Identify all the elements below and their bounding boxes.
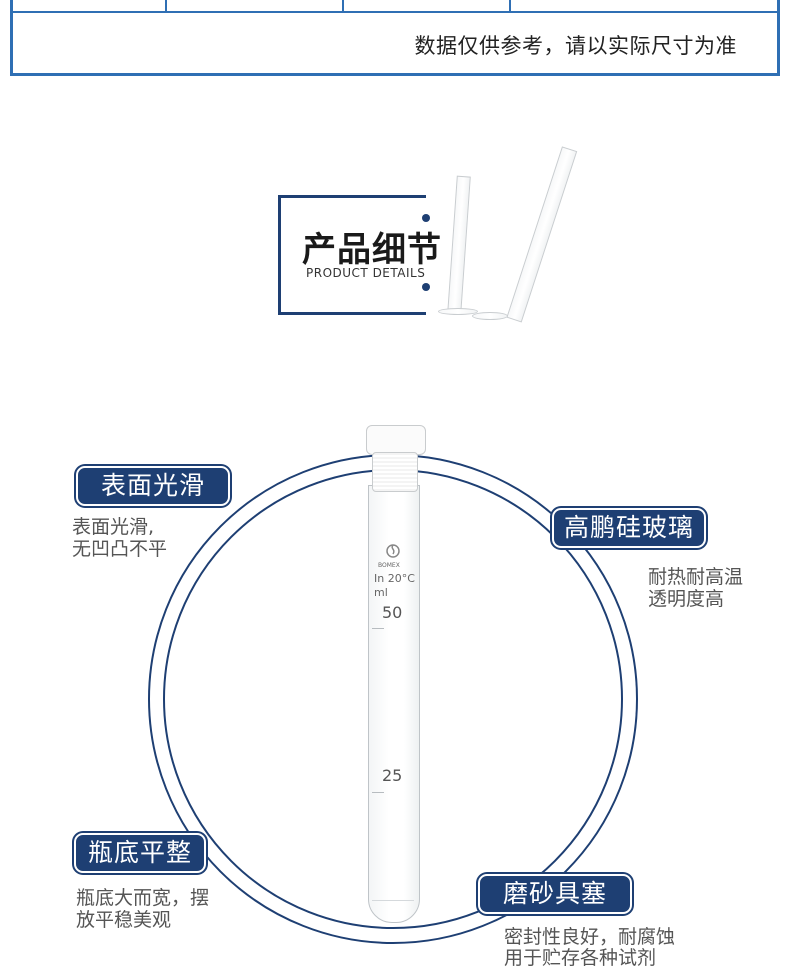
- reference-note: 数据仅供参考，请以实际尺寸为准: [414, 34, 737, 58]
- feature-desc-line: 耐热耐高温: [648, 566, 744, 588]
- feature-label-glass: 高鹏硅玻璃: [552, 508, 706, 548]
- table-row: [13, 0, 777, 13]
- graduation-line: [372, 628, 384, 629]
- section-title-frame: [278, 195, 426, 315]
- feature-desc-line: 放平稳美观: [76, 909, 172, 931]
- tube-brand: BOMEX: [378, 562, 400, 569]
- tube-spec-temp: In 20°C: [374, 572, 415, 585]
- table-divider: [342, 0, 344, 11]
- feature-desc-line: 无凹凸不平: [72, 538, 168, 560]
- section-subtitle: PRODUCT DETAILS: [306, 266, 426, 280]
- tube-spec-unit: ml: [374, 586, 388, 599]
- test-tube: [368, 485, 420, 923]
- cylinder-base: [438, 308, 478, 315]
- feature-desc-line: 瓶底大而宽，摆: [76, 887, 210, 909]
- feature-desc-line: 透明度高: [648, 588, 725, 610]
- feature-desc-line: 表面光滑,: [72, 516, 155, 538]
- feature-label-flat-base: 瓶底平整: [74, 833, 206, 873]
- ground-glass-stopper: [372, 452, 418, 492]
- graduation-line: [372, 792, 384, 793]
- feature-desc-line: 密封性良好，耐腐蚀: [504, 926, 676, 948]
- feature-label-stopper: 磨砂具塞: [478, 874, 632, 914]
- reference-table: 数据仅供参考，请以实际尺寸为准: [10, 0, 780, 76]
- feature-label-smooth: 表面光滑: [76, 466, 230, 506]
- stopper-cap: [366, 425, 426, 455]
- table-divider: [509, 0, 511, 11]
- section-title: 产品细节: [302, 230, 442, 270]
- cylinder-illustration: [506, 146, 578, 323]
- frame-dot: [422, 214, 430, 222]
- frame-dot: [422, 283, 430, 291]
- feature-desc-line: 用于贮存各种试剂: [504, 947, 657, 969]
- graduation-line: [372, 900, 414, 901]
- cylinder-illustration: [447, 175, 471, 315]
- graduation-label: 50: [382, 603, 403, 622]
- table-divider: [165, 0, 167, 11]
- brand-logo-icon: [386, 544, 400, 558]
- cylinder-base: [472, 312, 508, 320]
- graduation-label: 25: [382, 766, 403, 785]
